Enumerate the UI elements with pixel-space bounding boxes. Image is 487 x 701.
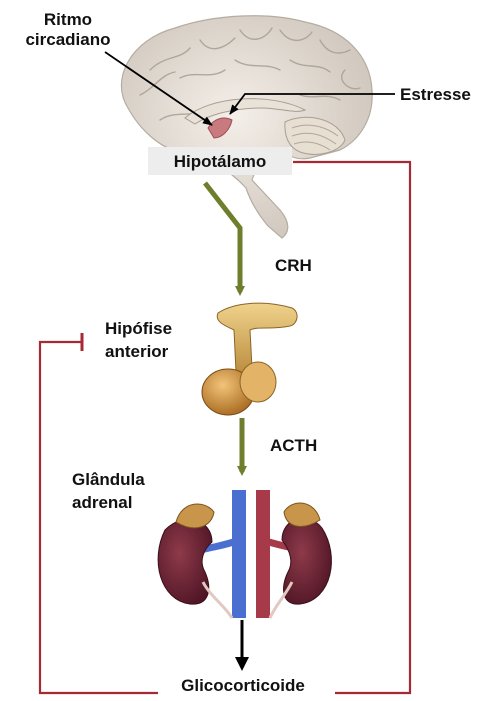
adrenal-kidney-illustration: [158, 490, 331, 618]
hypothalamus-label: Hipotálamo: [174, 152, 267, 171]
acth-label: ACTH: [270, 436, 317, 455]
crh-label: CRH: [275, 256, 312, 275]
brain-illustration: [121, 16, 372, 238]
feedback-line-hypothalamus: [293, 162, 410, 693]
pituitary-gland-illustration: [202, 303, 297, 415]
anterior-pituitary-label-line2: anterior: [105, 342, 169, 361]
feedback-line-pituitary: [40, 342, 158, 693]
glucocorticoid-label: Glicocorticoide: [181, 676, 305, 695]
adrenal-gland-label-line1: Glândula: [72, 470, 145, 489]
anterior-pituitary-label-line1: Hipófise: [105, 319, 172, 338]
circadian-rhythm-label-line2: circadiano: [25, 30, 110, 49]
crh-arrow: [205, 183, 240, 292]
circadian-rhythm-label-line1: Ritmo: [44, 10, 92, 29]
stress-label: Estresse: [400, 85, 471, 104]
adrenal-gland-label-line2: adrenal: [72, 493, 132, 512]
